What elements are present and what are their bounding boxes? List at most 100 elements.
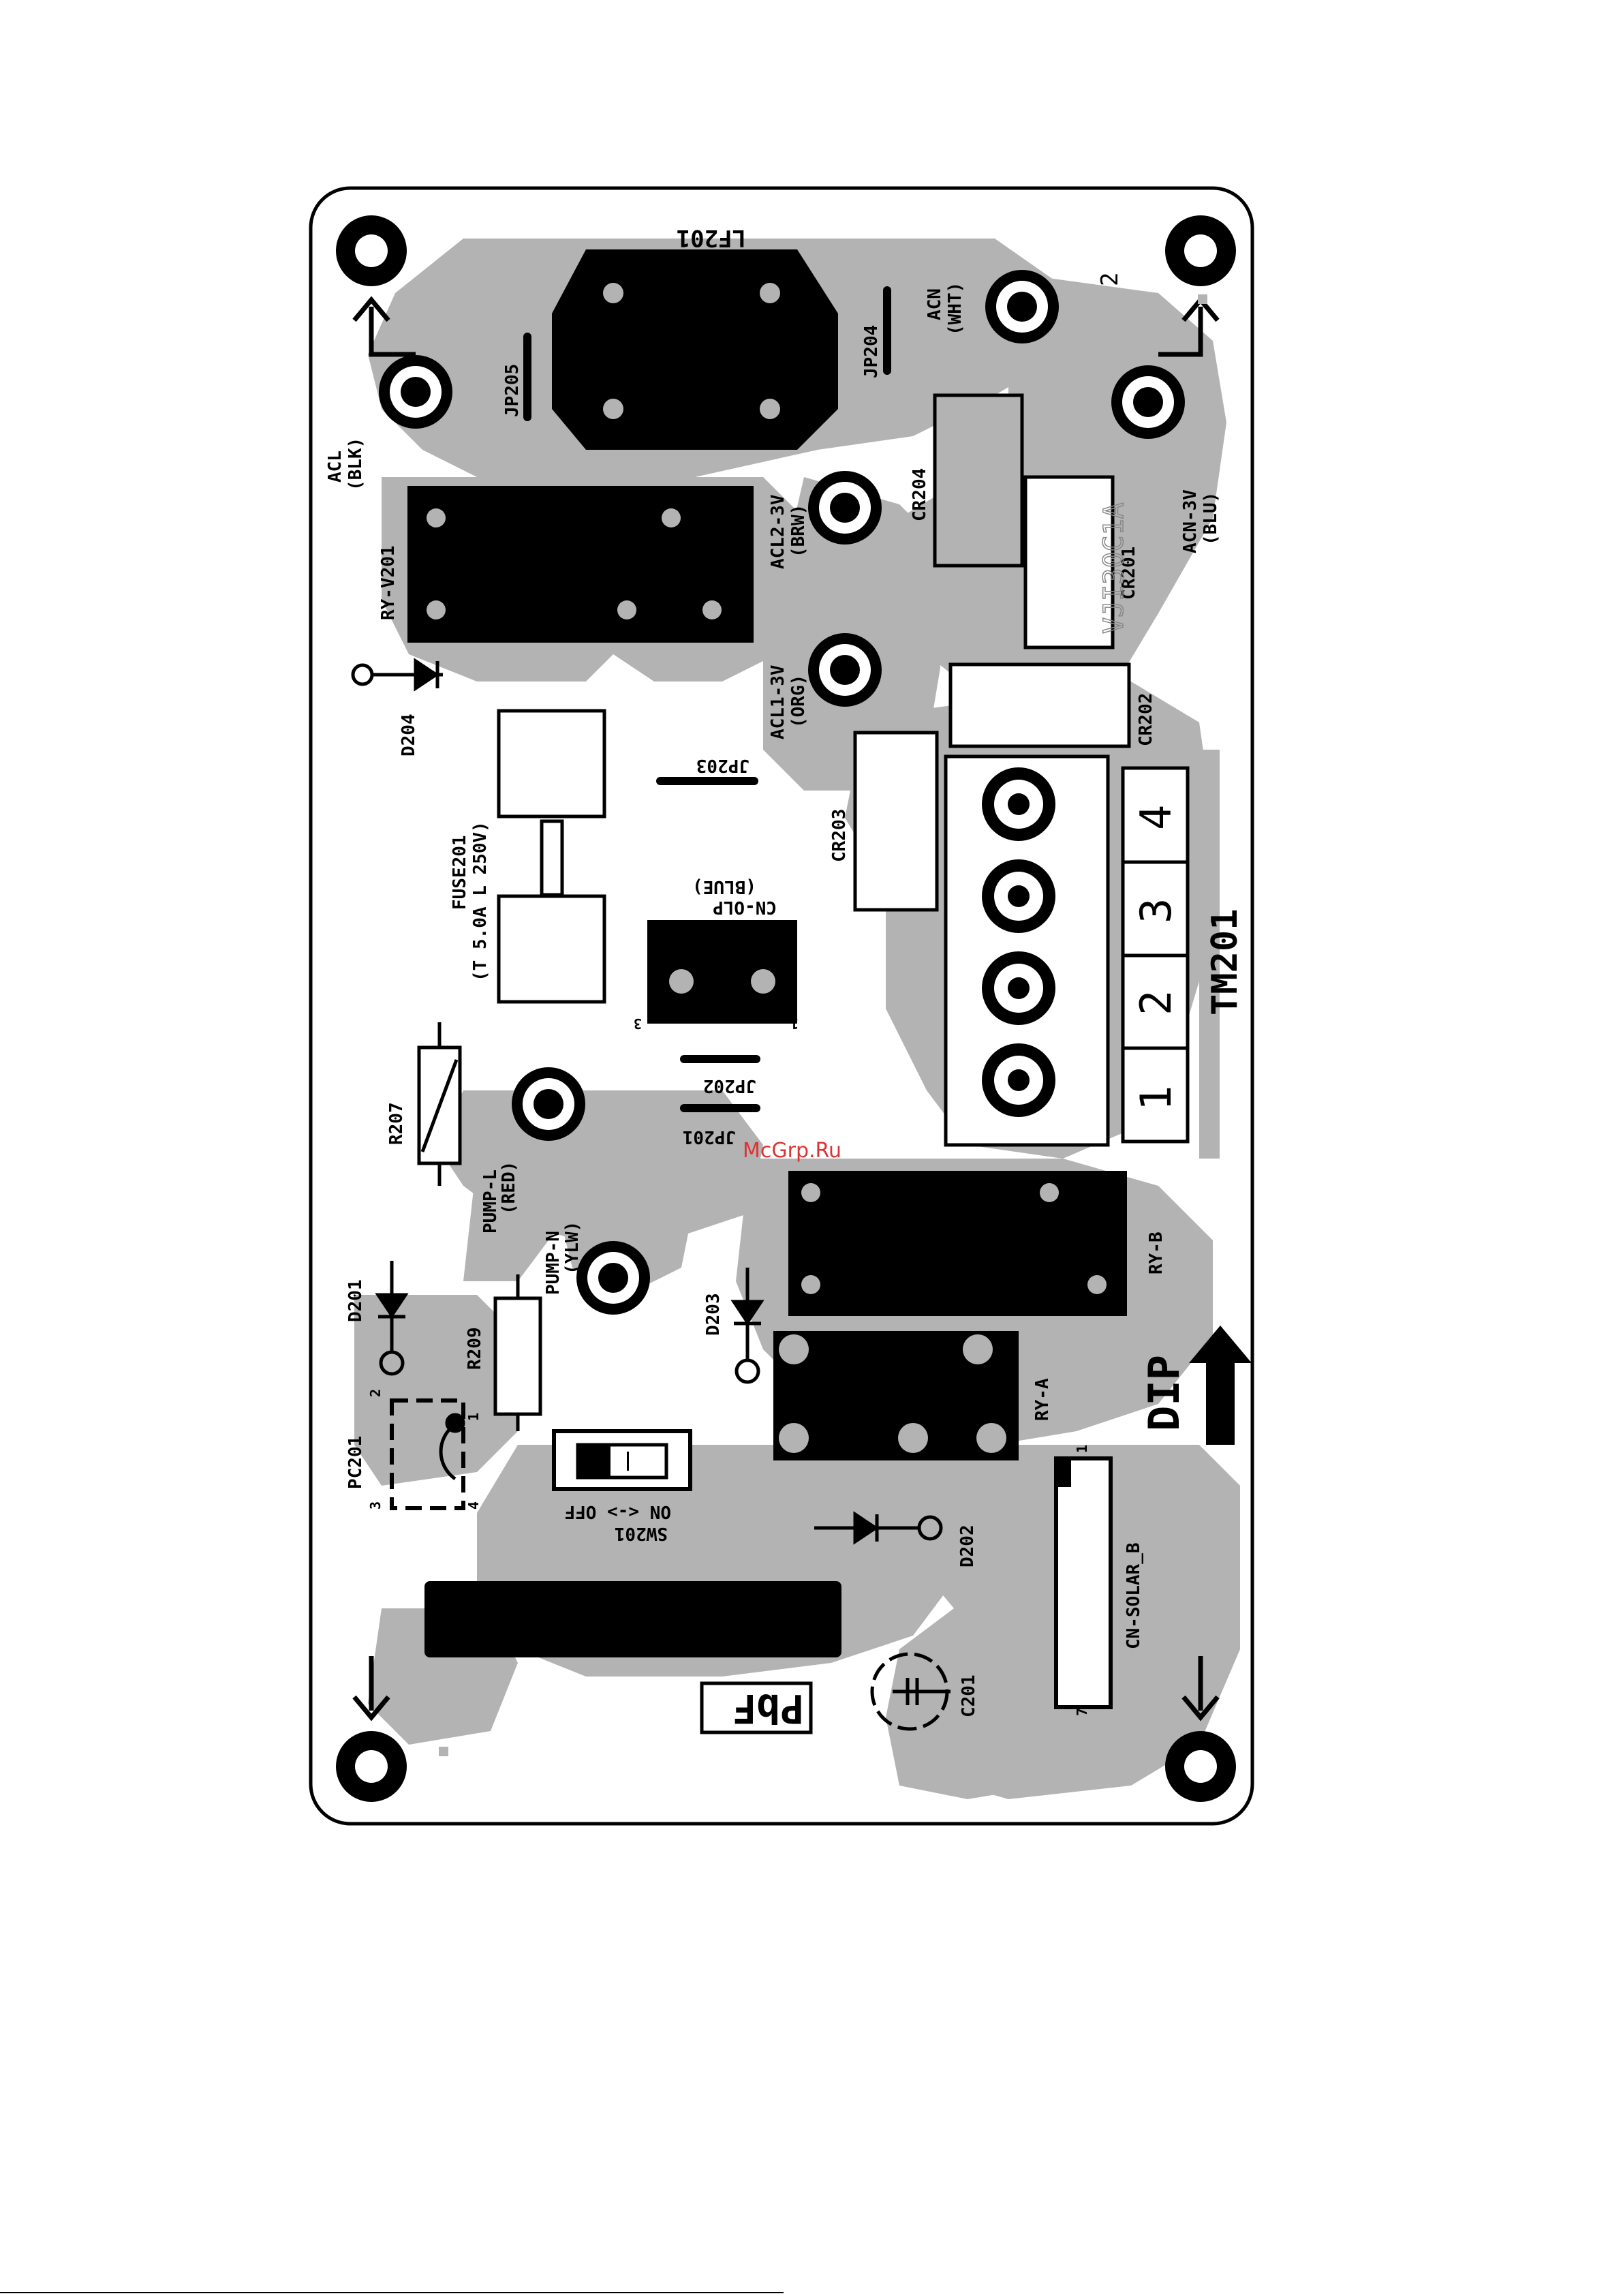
label-cn-olp-color: (BLUE) — [692, 876, 756, 897]
lf201-line-filter — [552, 249, 838, 450]
label-jp201: JP201 — [683, 1127, 736, 1147]
label-c201: C201 — [959, 1674, 979, 1717]
mounting-holes — [336, 215, 1236, 1802]
label-tm201: TM201 — [1205, 908, 1246, 1015]
sw201-switch[interactable] — [552, 1429, 692, 1491]
pump-n-terminal — [576, 1241, 650, 1315]
label-acn-color: (WHT) — [945, 282, 965, 335]
label-ry-a: RY-A — [1032, 1378, 1053, 1421]
pin-pc-4: 4 — [465, 1501, 482, 1510]
watermark: McGrp.Ru — [743, 1139, 841, 1163]
jp202-jumper — [680, 1055, 760, 1063]
label-lf201: LF201 — [677, 224, 746, 251]
label-cr203: CR203 — [829, 809, 850, 862]
label-d203: D203 — [703, 1293, 724, 1336]
cn-solar-b-connector — [1054, 1456, 1113, 1709]
label-corner-mark: 2 — [1096, 273, 1124, 286]
cr204-box — [933, 393, 1024, 568]
pin-pc-3: 3 — [367, 1501, 384, 1510]
label-cn-solar-b: CN-SOLAR_B — [1124, 1542, 1144, 1649]
marker-square — [1198, 294, 1207, 304]
label-fuse201: FUSE201 — [450, 835, 470, 910]
label-d204: D204 — [399, 714, 419, 756]
pin-pc-2: 2 — [367, 1389, 384, 1397]
label-pump-l: PUMP-L — [480, 1169, 501, 1234]
terminal-number-2: 2 — [1131, 990, 1181, 1015]
label-version: VJI30C1A — [1098, 502, 1130, 634]
terminal-number-4: 4 — [1131, 805, 1181, 830]
label-pump-n-color: (YLW) — [562, 1221, 583, 1274]
acn3v-terminal — [1111, 365, 1185, 439]
label-r207: R207 — [386, 1102, 407, 1145]
acl-terminal — [379, 355, 452, 429]
pin-solar-1: 1 — [1074, 1445, 1090, 1453]
label-cr204: CR204 — [910, 468, 930, 521]
acn-terminal — [985, 270, 1059, 343]
label-ry-v201: RY-V201 — [378, 545, 399, 620]
dip-arrow — [1189, 1326, 1252, 1445]
ry-v201-relay — [407, 486, 754, 643]
d202-diode — [814, 1511, 943, 1545]
label-acl1: ACL1-3V — [768, 664, 788, 739]
label-acn: ACN — [925, 288, 945, 320]
silkscreen-labels: LF201 JP205 JP204 ACN (WHT) ACL (BLK) AC… — [325, 224, 1246, 1732]
label-ry-b: RY-B — [1146, 1231, 1166, 1274]
pin-olp-1: 1 — [790, 1015, 799, 1032]
label-jp204: JP204 — [861, 325, 882, 378]
c201-capacitor — [870, 1652, 950, 1731]
label-acn3v: ACN-3V — [1180, 489, 1201, 553]
acl2-terminal — [808, 471, 882, 545]
label-d201: D201 — [345, 1279, 366, 1322]
label-acn3v-color: (BLU) — [1201, 492, 1221, 545]
label-sw-onoff: ON <-> OFF — [564, 1501, 671, 1522]
r209-resistor — [493, 1274, 542, 1431]
d204-diode — [351, 658, 443, 692]
jp203-jumper — [656, 777, 758, 785]
ry-a-relay — [773, 1331, 1019, 1460]
label-d202: D202 — [957, 1525, 978, 1567]
pc201-optocoupler — [390, 1398, 465, 1510]
label-sw201: SW201 — [615, 1523, 668, 1544]
d201-diode — [375, 1261, 409, 1376]
r207-resistor — [417, 1022, 462, 1186]
label-cr202: CR202 — [1136, 693, 1156, 746]
jp204-jumper — [883, 286, 891, 375]
heatsink-pad — [424, 1581, 841, 1657]
pin-solar-7: 7 — [1074, 1708, 1090, 1716]
label-acl: ACL — [325, 450, 345, 483]
label-jp205: JP205 — [502, 364, 523, 417]
pin-olp-3: 3 — [634, 1015, 642, 1032]
terminal-number-3: 3 — [1131, 898, 1181, 923]
label-acl2-color: (BRW) — [788, 504, 809, 557]
label-pump-n: PUMP-N — [543, 1231, 563, 1295]
cr203-box — [853, 731, 939, 912]
cn-olp-connector — [647, 920, 797, 1024]
marker-square — [439, 1747, 448, 1756]
label-jp202: JP202 — [703, 1075, 756, 1096]
label-cr201: CR201 — [1119, 547, 1139, 600]
jp201-jumper — [680, 1104, 760, 1112]
cr202-box — [948, 662, 1131, 748]
ry-b-relay — [788, 1171, 1127, 1316]
label-pbf: PbF — [732, 1685, 804, 1732]
label-fuse-rating: (T 5.0A L 250V) — [470, 821, 491, 981]
label-acl-color: (BLK) — [345, 438, 366, 491]
fuse201 — [497, 709, 606, 1004]
label-acl2: ACL2-3V — [768, 494, 788, 569]
label-pump-l-color: (RED) — [499, 1161, 519, 1214]
pbf-box — [700, 1681, 813, 1734]
terminal-pads — [379, 270, 1185, 1315]
label-dip: DIP — [1139, 1355, 1189, 1431]
pump-l-terminal — [512, 1067, 585, 1141]
d203-diode — [730, 1268, 764, 1384]
label-acl1-color: (ORG) — [788, 675, 809, 728]
label-cn-olp: CN-OLP — [713, 897, 777, 917]
cr-components — [853, 393, 1131, 912]
cr201-box — [1023, 475, 1115, 649]
acl1-terminal — [808, 633, 882, 707]
tm201-terminal-block — [944, 754, 1190, 1147]
terminal-number-1: 1 — [1131, 1086, 1181, 1111]
jp205-jumper — [523, 333, 531, 421]
label-pc201: PC201 — [345, 1436, 366, 1489]
